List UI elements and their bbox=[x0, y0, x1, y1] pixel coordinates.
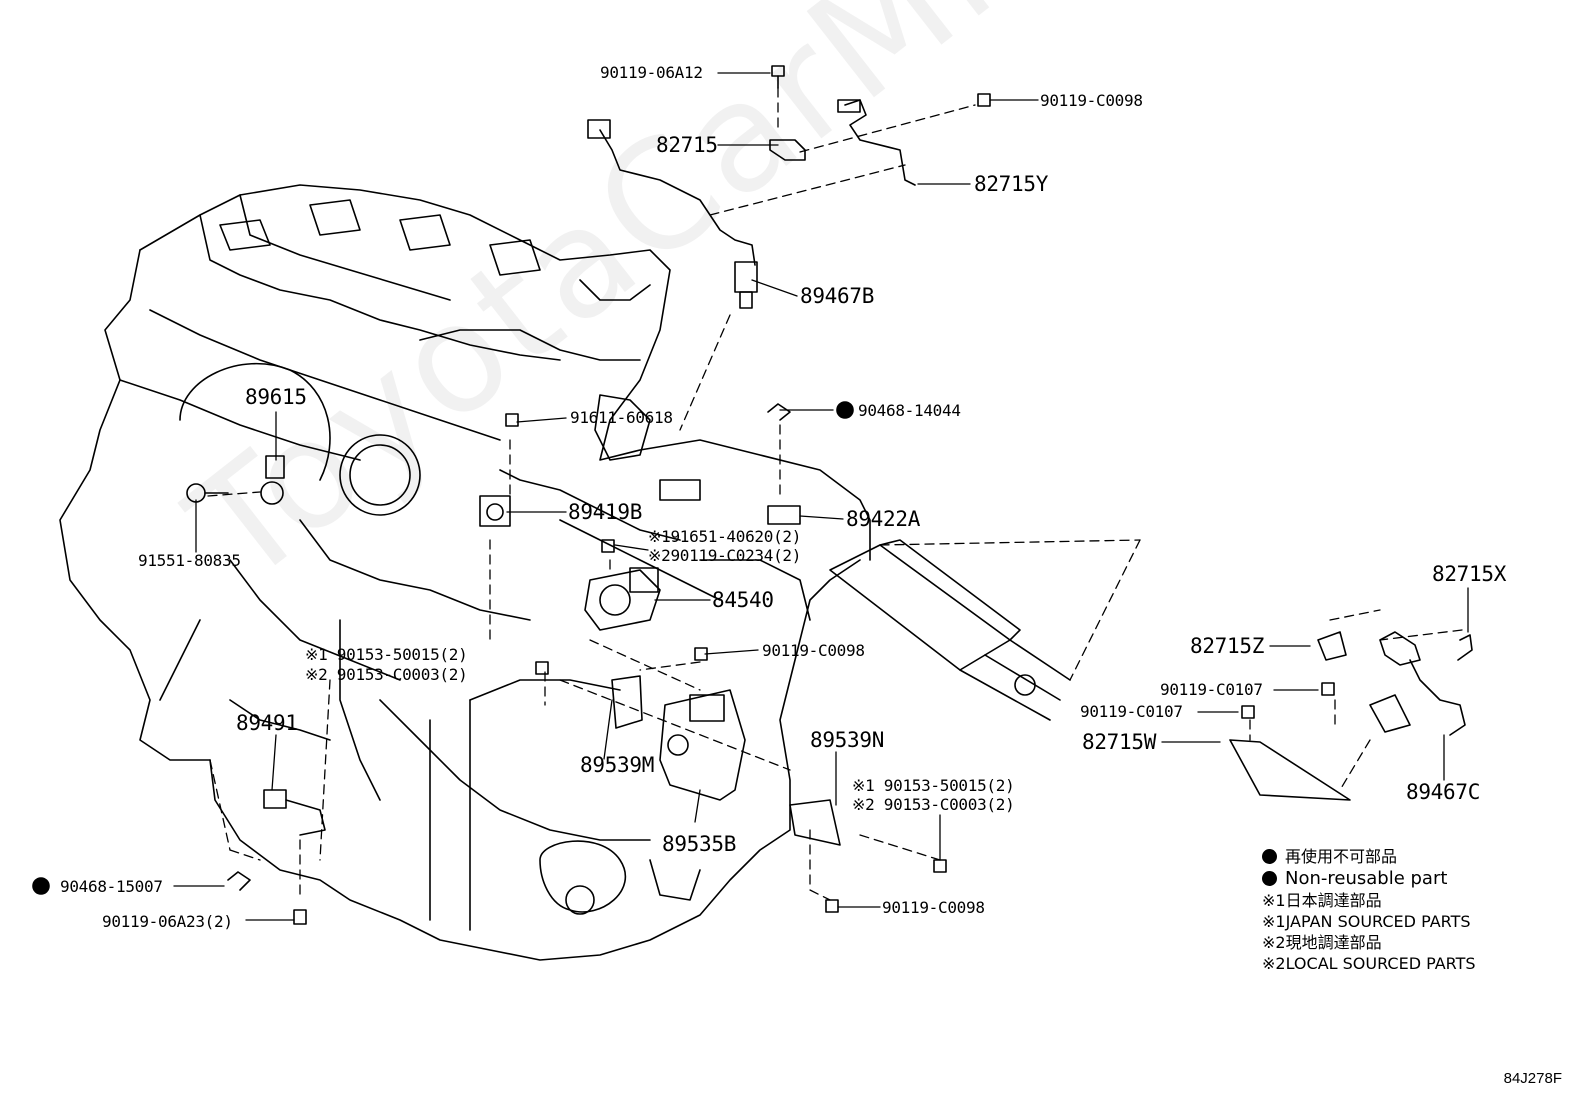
dashed-lines bbox=[207, 87, 1463, 901]
part-label: 90119-C0098 bbox=[1040, 91, 1143, 110]
bolt-icon bbox=[505, 413, 519, 427]
part-label: 89539N bbox=[810, 728, 885, 752]
part-glyphs bbox=[186, 65, 1473, 925]
part-label: 82715Z bbox=[1190, 634, 1265, 658]
part-label: 90468-14044 bbox=[858, 401, 961, 420]
legend-item: ※1JAPAN SOURCED PARTS bbox=[1262, 912, 1471, 931]
part-label: 82715Y bbox=[974, 172, 1049, 196]
sensor-icon bbox=[1379, 631, 1421, 666]
part-label: 90468-15007 bbox=[60, 877, 163, 896]
bolt-icon bbox=[601, 539, 615, 553]
part-label: ※2 90153-C0003(2) bbox=[305, 665, 468, 684]
non-reusable-dot-icon bbox=[1262, 849, 1277, 864]
part-label: ※2 90153-C0003(2) bbox=[852, 795, 1015, 814]
part-label: 90119-C0098 bbox=[882, 898, 985, 917]
bolt-icon bbox=[977, 93, 991, 107]
switch-icon bbox=[584, 569, 661, 631]
sensor-icon bbox=[479, 495, 511, 527]
part-label: 90119-C0107 bbox=[1160, 680, 1263, 699]
bolt-icon bbox=[1241, 705, 1255, 719]
bolt-icon bbox=[825, 899, 839, 913]
bolt-icon bbox=[933, 859, 947, 873]
legend-item: ※2現地調達部品 bbox=[1262, 933, 1382, 952]
clip-icon bbox=[767, 403, 791, 421]
legend: 再使用不可部品 Non-reusable part ※1日本調達部品 ※1JAP… bbox=[1262, 846, 1476, 974]
sensor-wire-icon bbox=[599, 129, 756, 266]
sensor-icon bbox=[767, 505, 801, 525]
part-label: 84540 bbox=[712, 588, 774, 612]
non-reusable-dot-icon bbox=[836, 401, 854, 419]
part-label: 91551-80835 bbox=[138, 551, 241, 570]
clip-icon bbox=[1457, 634, 1473, 661]
part-label: 82715 bbox=[656, 133, 718, 157]
bracket-icon bbox=[789, 799, 841, 846]
part-label: 89467C bbox=[1406, 780, 1481, 804]
part-label: 82715X bbox=[1432, 562, 1507, 586]
part-label: 90119-06A12 bbox=[600, 63, 703, 82]
clip-icon bbox=[227, 871, 251, 891]
sensor-icon bbox=[265, 455, 285, 479]
part-label: 89467B bbox=[800, 284, 875, 308]
part-label: 90119-C0107 bbox=[1080, 702, 1183, 721]
part-label: 89615 bbox=[245, 385, 307, 409]
part-label: ※1 90153-50015(2) bbox=[305, 645, 468, 664]
non-reusable-dot-icon bbox=[32, 877, 50, 895]
part-label: 89422A bbox=[846, 507, 921, 531]
legend-item: ※2LOCAL SOURCED PARTS bbox=[1262, 954, 1476, 973]
bracket-icon bbox=[769, 139, 806, 161]
legend-item: ※1日本調達部品 bbox=[1262, 891, 1382, 910]
bolt-icon bbox=[535, 661, 549, 675]
sensor-icon bbox=[263, 789, 287, 809]
sensor-icon bbox=[1369, 694, 1411, 733]
part-label: 90119-C0098 bbox=[762, 641, 865, 660]
part-label: 89491 bbox=[236, 711, 298, 735]
part-label: ※191651-40620(2) bbox=[648, 527, 802, 546]
engine-body-outline bbox=[59, 184, 871, 961]
part-label: ※290119-C0234(2) bbox=[648, 546, 802, 565]
part-label: 90119-06A23(2) bbox=[102, 912, 233, 931]
wire-icon bbox=[844, 99, 916, 186]
sensor-wire-icon bbox=[1409, 659, 1466, 736]
drive-shaft bbox=[829, 539, 1071, 721]
bolt-icon bbox=[293, 909, 307, 925]
non-reusable-dot-icon bbox=[1262, 871, 1277, 886]
leader-lines bbox=[173, 72, 1469, 921]
bolt-icon bbox=[186, 483, 206, 503]
part-label: 91611-60618 bbox=[570, 408, 673, 427]
bracket-icon bbox=[611, 675, 643, 729]
legend-item: 再使用不可部品 bbox=[1262, 846, 1476, 867]
part-label: 89539M bbox=[580, 753, 655, 777]
part-label: 89535B bbox=[662, 832, 737, 856]
part-label: 89419B bbox=[568, 500, 643, 524]
part-label: 82715W bbox=[1082, 730, 1157, 754]
bolt-icon bbox=[694, 647, 708, 661]
ecu-icon bbox=[659, 689, 746, 801]
diagram-code: 84J278F bbox=[1503, 1070, 1562, 1087]
bracket-icon bbox=[1317, 631, 1347, 661]
legend-item: Non-reusable part bbox=[1262, 867, 1476, 890]
part-label: ※1 90153-50015(2) bbox=[852, 776, 1015, 795]
bolt-icon bbox=[1321, 682, 1335, 696]
bolt-icon bbox=[771, 65, 785, 89]
cover-plate-icon bbox=[1229, 739, 1351, 801]
